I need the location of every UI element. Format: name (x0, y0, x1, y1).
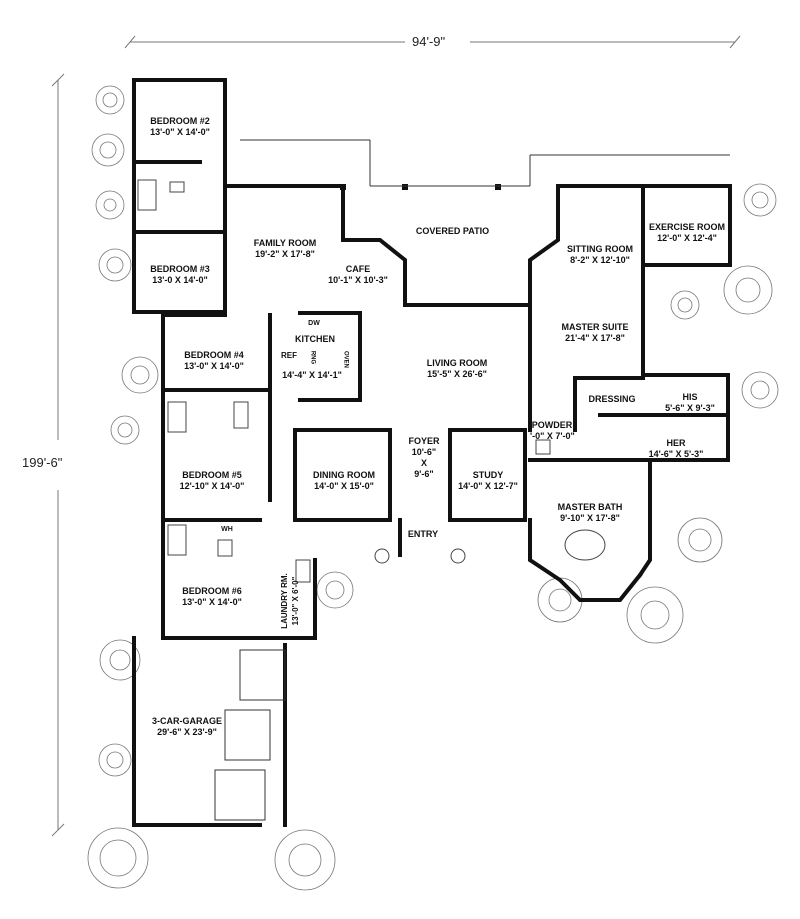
sitting-room-name: SITTING ROOM (567, 244, 633, 254)
her-closet-size: 14'-6" X 5'-3" (648, 449, 704, 459)
laundry-room-name: LAUNDRY RM. (280, 573, 289, 629)
bedroom-4-label: BEDROOM #4 13'-0" X 14'-0" (172, 350, 256, 372)
his-closet-name: HIS (682, 392, 698, 402)
powder-room-label: POWDER '-0" X 7'-0" (530, 420, 575, 442)
bedroom-5-name: BEDROOM #5 (182, 470, 242, 480)
study-name: STUDY (472, 470, 504, 480)
width-dimension-line (124, 35, 741, 49)
dining-room-label: DINING ROOM 14'-0" X 15'-0" (302, 470, 386, 492)
garage-label: 3-CAR-GARAGE 29'-6" X 23'-9" (145, 716, 229, 738)
kitchen-name: KITCHEN (295, 334, 335, 344)
master-suite-label: MASTER SUITE 21'-4" X 17'-8" (550, 322, 640, 344)
foyer-size-x: X (420, 458, 427, 468)
family-room-size: 19'-2" X 17'-8" (255, 249, 315, 259)
bathroom-fixtures (137, 179, 606, 583)
dishwasher-label: DW (308, 320, 320, 327)
cafe-label: CAFE 10'-1" X 10'-3" (318, 264, 398, 286)
laundry-room-size: 13'-0" X 6'-0" (291, 576, 300, 626)
exercise-room-name: EXERCISE ROOM (648, 222, 725, 232)
cafe-name: CAFE (345, 264, 371, 274)
cafe-size: 10'-1" X 10'-3" (328, 275, 388, 285)
garage-size: 29'-6" X 23'-9" (157, 727, 217, 737)
powder-room-name: POWDER (531, 420, 573, 430)
oven-label: OVEN (342, 350, 349, 368)
covered-patio-name: COVERED PATIO (415, 226, 490, 236)
master-bath-name: MASTER BATH (557, 502, 623, 512)
sitting-room-size: 8'-2" X 12'-10" (570, 255, 630, 265)
bedroom-5-label: BEDROOM #5 12'-10" X 14'-0" (172, 470, 252, 492)
powder-room-size: '-0" X 7'-0" (530, 431, 575, 441)
sitting-room-label: SITTING ROOM 8'-2" X 12'-10" (560, 244, 640, 266)
patio-columns (240, 139, 730, 190)
bedroom-6-label: BEDROOM #6 13'-0" X 14'-0" (172, 586, 252, 608)
master-bath-label: MASTER BATH 9'-10" X 17'-8" (550, 502, 630, 524)
bedroom-3-label: BEDROOM #3 13'-0 X 14'-0" (140, 264, 220, 286)
bedroom-4-size: 13'-0" X 14'-0" (184, 361, 244, 371)
exterior-walls (132, 78, 732, 827)
living-room-name: LIVING ROOM (426, 358, 488, 368)
living-room-size: 15'-5" X 26'-6" (427, 369, 487, 379)
refrigerator-label: REF (281, 351, 297, 360)
dressing-name: DRESSING (588, 394, 636, 404)
foyer-name: FOYER (408, 436, 440, 446)
bedroom-2-size: 13'-0" X 14'-0" (150, 127, 210, 137)
foyer-label: FOYER 10'-6" X 9'-6" (400, 436, 448, 480)
depth-dimension-line (51, 73, 65, 837)
master-suite-name: MASTER SUITE (561, 322, 629, 332)
dining-room-name: DINING ROOM (313, 470, 375, 480)
bedroom-2-label: BEDROOM #2 13'-0" X 14'-0" (140, 116, 220, 138)
range-label: RNG (309, 350, 316, 365)
exercise-room-label: EXERCISE ROOM 12'-0" X 12'-4" (646, 222, 728, 244)
his-closet-size: 5'-6" X 9'-3" (665, 403, 715, 413)
kitchen-size: 14'-4" X 14'-1" (282, 370, 342, 380)
bedroom-3-size: 13'-0 X 14'-0" (152, 275, 208, 285)
overall-width-label: 94'-9" (412, 34, 446, 49)
garage-parking-pads (214, 649, 286, 821)
master-suite-size: 21'-4" X 17'-8" (565, 333, 625, 343)
foyer-size-a: 10'-6" (411, 447, 437, 457)
bedroom-6-size: 13'-0" X 14'-0" (182, 597, 242, 607)
bedroom-5-size: 12'-10" X 14'-0" (179, 481, 245, 491)
study-label: STUDY 14'-0" X 12'-7" (452, 470, 524, 492)
water-heater-label: WH (221, 526, 233, 533)
study-size: 14'-0" X 12'-7" (458, 481, 518, 491)
exercise-room-size: 12'-0" X 12'-4" (657, 233, 717, 243)
bedroom-2-name: BEDROOM #2 (150, 116, 210, 126)
family-room-name: FAMILY ROOM (253, 238, 317, 248)
dining-room-size: 14'-0" X 15'-0" (314, 481, 374, 491)
foyer-size-b: 9'-6" (414, 469, 434, 479)
laundry-room-label: LAUNDRY RM. 13'-0" X 6'-0" (279, 556, 301, 646)
bedroom-3-name: BEDROOM #3 (150, 264, 210, 274)
bedroom-6-name: BEDROOM #6 (182, 586, 242, 596)
bedroom-4-name: BEDROOM #4 (184, 350, 244, 360)
family-room-label: FAMILY ROOM 19'-2" X 17'-8" (240, 238, 330, 260)
her-closet-label: HER 14'-6" X 5'-3" (640, 438, 712, 460)
his-closet-label: HIS 5'-6" X 9'-3" (660, 392, 720, 414)
covered-patio-label: COVERED PATIO (405, 226, 500, 237)
master-bath-size: 9'-10" X 17'-8" (560, 513, 620, 523)
entry-name: ENTRY (407, 529, 439, 539)
living-room-label: LIVING ROOM 15'-5" X 26'-6" (412, 358, 502, 380)
her-closet-name: HER (666, 438, 686, 448)
garage-name: 3-CAR-GARAGE (151, 716, 222, 726)
overall-depth-label: 199'-6" (22, 455, 63, 470)
